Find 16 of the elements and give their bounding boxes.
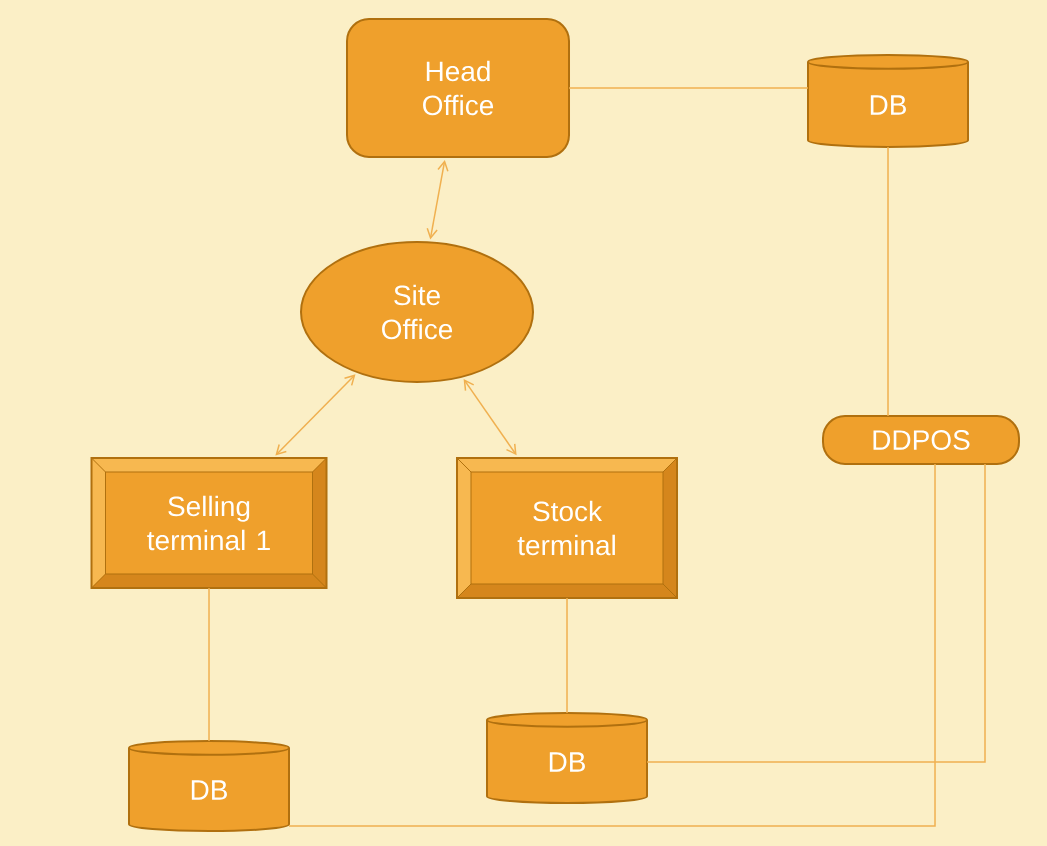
office-box: Head Office [346, 18, 570, 158]
database-cylinder: DB [128, 740, 290, 833]
terminal-box: Selling terminal 1 [90, 457, 328, 589]
connector [646, 463, 986, 763]
connector [288, 463, 936, 827]
system-pill: DDPOS [822, 415, 1020, 465]
connector [275, 374, 356, 456]
connector [887, 146, 889, 417]
database-cylinder: DB [486, 712, 648, 805]
connector [568, 87, 809, 89]
database-cylinder: DB [807, 54, 969, 149]
connector [208, 587, 210, 742]
connector [566, 597, 568, 714]
terminal-box: Stock terminal [456, 457, 678, 599]
connector [426, 159, 449, 240]
connector [463, 379, 517, 456]
